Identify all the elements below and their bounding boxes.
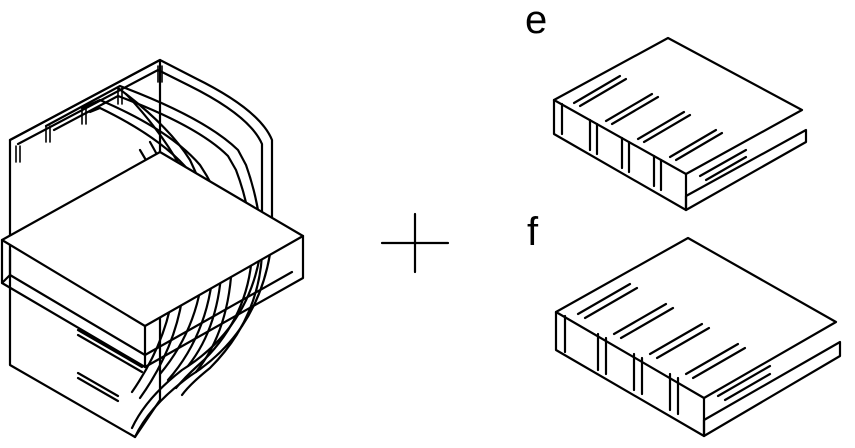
rib-structure (0, 58, 305, 439)
label-f: f (527, 210, 539, 254)
plus-operator (380, 212, 450, 274)
label-e: e (525, 0, 548, 42)
part-e-component (552, 36, 808, 212)
rib-1 (8, 58, 274, 439)
part-f-component (554, 236, 842, 438)
